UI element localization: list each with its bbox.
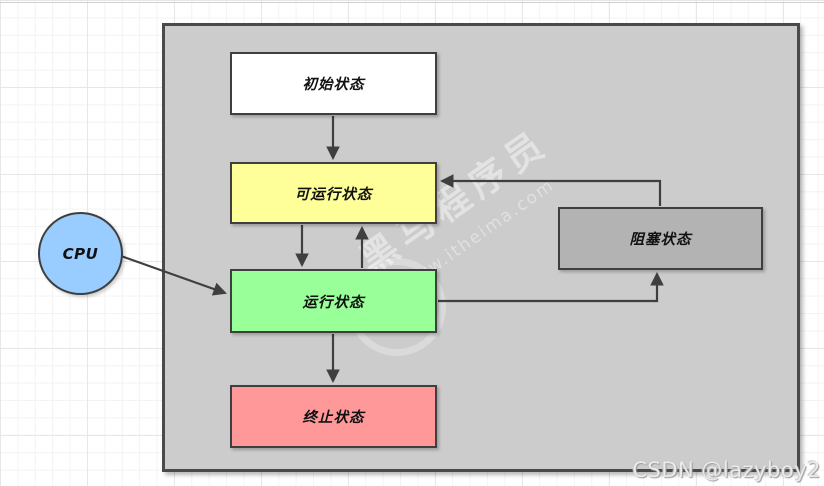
node-initial-label: 初始状态 [302, 77, 365, 93]
node-cpu-ellipse: CPU [38, 212, 123, 295]
node-running-label: 运行状态 [302, 294, 365, 311]
node-blocked-label: 阻塞状态 [629, 232, 692, 248]
node-cpu-label: CPU [62, 244, 99, 263]
csdn-watermark: CSDN @lazyboy2 [632, 458, 821, 482]
node-initial-state: 初始状态 [230, 52, 437, 115]
node-runnable-label: 可运行状态 [294, 186, 373, 203]
page-top-divider [0, 2, 824, 3]
node-terminated-state: 终止状态 [230, 385, 437, 448]
node-runnable-state: 可运行状态 [230, 162, 437, 224]
node-blocked-state: 阻塞状态 [558, 207, 763, 270]
node-running-state: 运行状态 [230, 269, 437, 333]
node-terminated-label: 终止状态 [302, 410, 365, 426]
